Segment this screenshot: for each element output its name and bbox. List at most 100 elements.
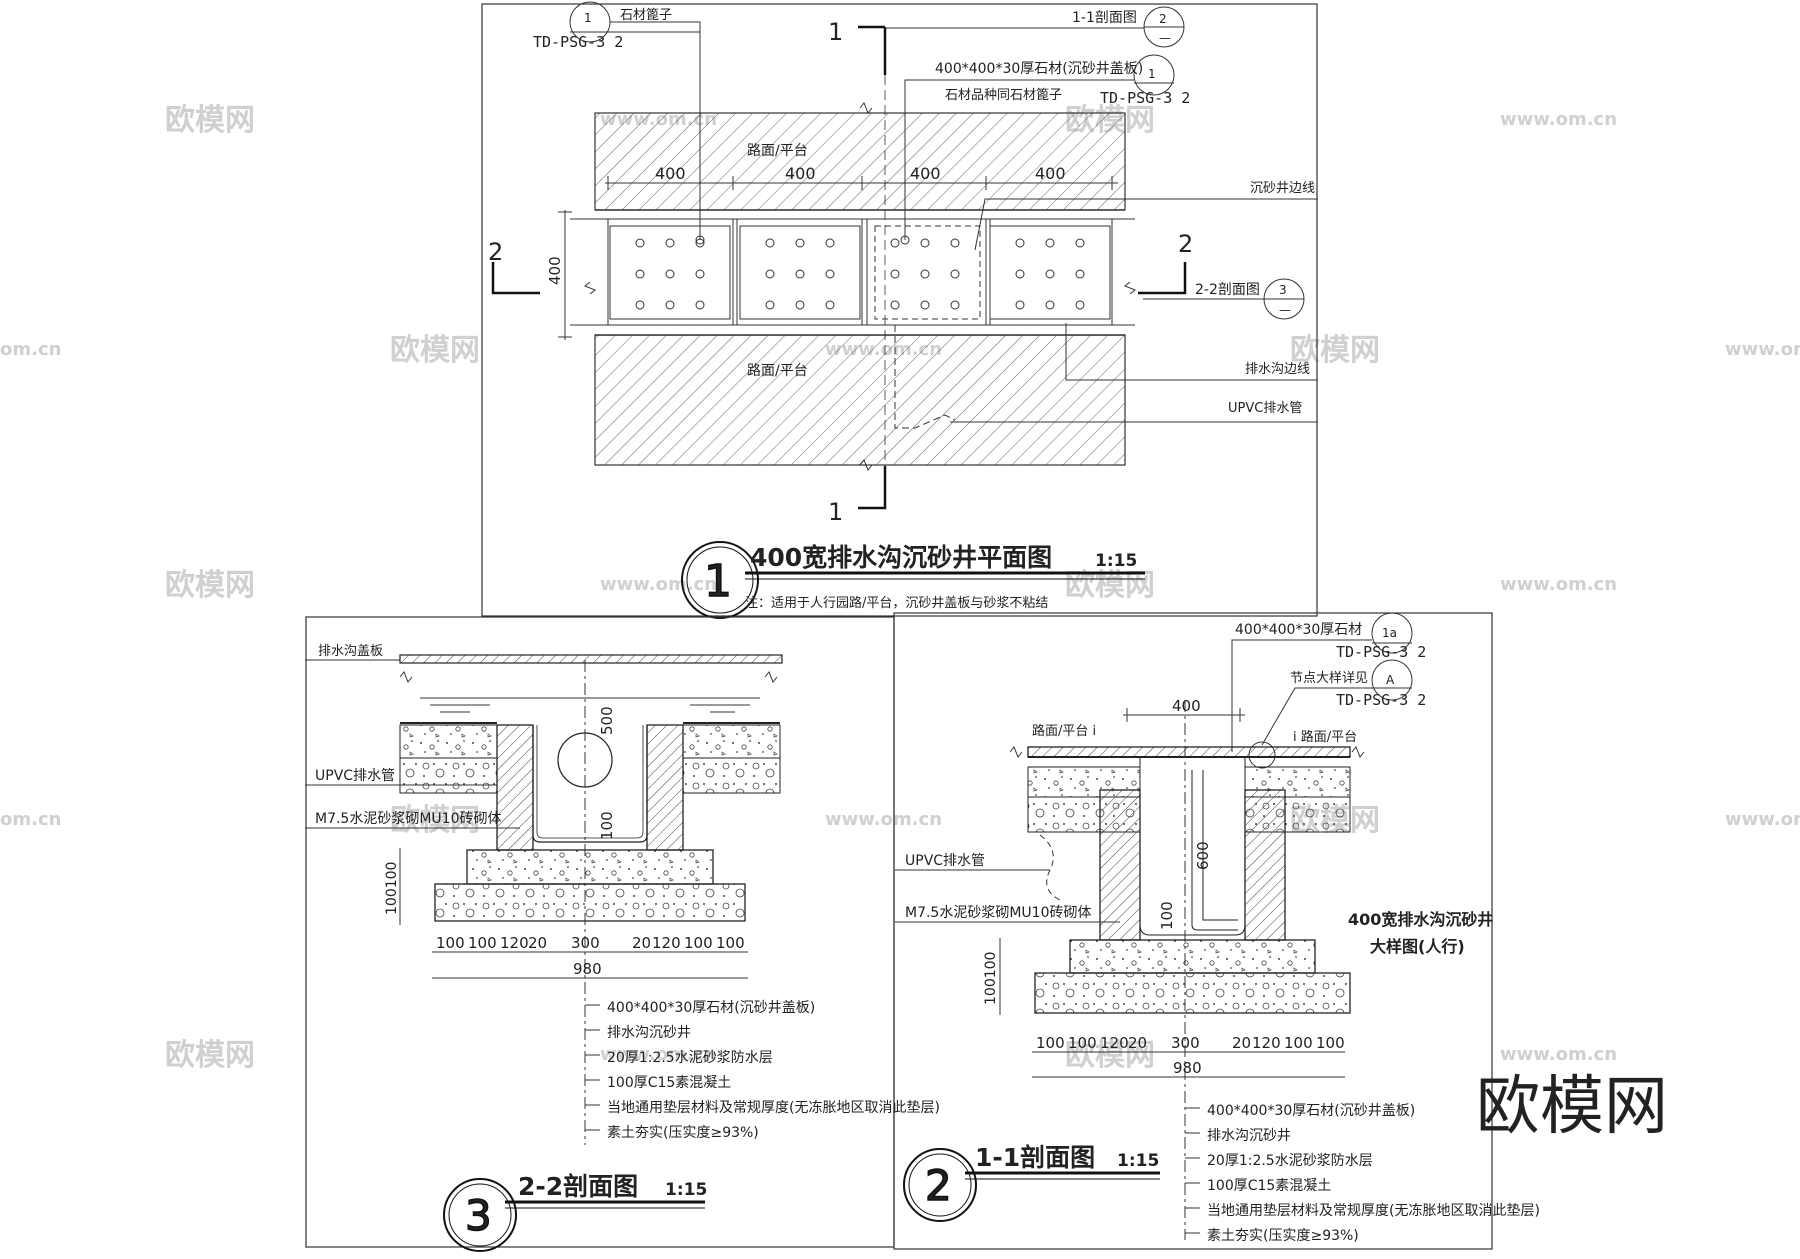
watermark-cn: 欧模网: [390, 803, 480, 838]
ref-no: A: [1386, 673, 1395, 687]
svg-text:1: 1: [704, 556, 732, 607]
section-1-1: 400*400*30厚石材 1a TD-PSG-3 2 节点大样详见 A TD-…: [893, 612, 1540, 1250]
label-section-2-2: 2-2剖面图: [1195, 282, 1260, 298]
watermark-cn: 欧模网: [165, 103, 255, 138]
grates: [607, 219, 1113, 325]
label-road-bottom: 路面/平台: [747, 363, 808, 379]
label-road-right: i 路面/平台: [1293, 729, 1357, 745]
ref-no: 1: [1148, 67, 1156, 81]
watermark-url: www.om.cn: [1500, 1044, 1617, 1065]
dim-500: 500: [598, 706, 616, 735]
layer-note: 400*400*30厚石材(沉砂井盖板): [1207, 1103, 1415, 1119]
layer-note: 100厚C15素混凝土: [607, 1075, 731, 1091]
layer-note: 20厚1:2.5水泥砂浆防水层: [607, 1050, 773, 1066]
watermark-url: www.om.cn: [1500, 109, 1617, 130]
dim-400: 400: [785, 164, 816, 183]
watermark-url-edge: om.cn: [0, 809, 61, 830]
plan-scale: 1:15: [1095, 551, 1137, 571]
dim-100: 100: [598, 811, 616, 840]
layer-notes: 400*400*30厚石材(沉砂井盖板) 排水沟沉砂井 20厚1:2.5水泥砂浆…: [1207, 1103, 1540, 1244]
section-2-2: 排水沟盖板 UPVC排水管 M7.5水泥砂浆砌MU10砖砌体 5: [305, 616, 940, 1252]
dim: 120: [652, 934, 681, 952]
label-ditch-edge: 排水沟边线: [1245, 362, 1310, 377]
dim-left-100100: 100100: [983, 952, 999, 1005]
label-same-stone: 石材品种同石材篦子: [945, 88, 1062, 103]
ref-no: 1: [584, 11, 592, 25]
label-brick: M7.5水泥砂浆砌MU10砖砌体: [315, 811, 501, 827]
watermark-url: www.om.cn: [600, 1044, 717, 1065]
dim-400: 400: [1035, 164, 1066, 183]
ref-no: 3: [1279, 283, 1287, 297]
dim: 100: [684, 934, 713, 952]
sec11-title: 2 1-1剖面图 1:15: [903, 1143, 1160, 1222]
layer-note: 排水沟沉砂井: [607, 1025, 691, 1041]
dim: 120: [1252, 1034, 1281, 1052]
label-upvc-pipe: UPVC排水管: [905, 853, 985, 869]
watermark-cn: 欧模网: [390, 333, 480, 368]
label-upvc: UPVC排水管: [1228, 401, 1302, 416]
label-cover-stone: 400*400*30厚石材(沉砂井盖板): [935, 61, 1143, 77]
ref-no: 2: [1159, 12, 1167, 26]
callout-cover-stone: [900, 54, 1175, 245]
watermark-cn: 欧模网: [165, 1038, 255, 1073]
cut-line-2: [491, 262, 1187, 295]
sec11-frame: [893, 612, 1493, 1250]
dim: 120: [500, 934, 529, 952]
sec11-title-text: 1-1剖面图: [975, 1143, 1095, 1172]
dim-total: 980: [573, 960, 602, 978]
dim-400: 400: [655, 164, 686, 183]
sec22-scale: 1:15: [665, 1180, 707, 1200]
watermark-logo-large: 欧模网: [1476, 1070, 1668, 1144]
ref-sheet: —: [1279, 303, 1291, 317]
watermark-cn: 欧模网: [1290, 333, 1380, 368]
dim: 100: [1316, 1034, 1345, 1052]
label-pit-edge: 沉砂井边线: [1250, 181, 1315, 196]
dim-600: 600: [1194, 841, 1212, 870]
dim: 300: [1171, 1034, 1200, 1052]
watermark-url: www.om.cn: [1500, 574, 1617, 595]
callout-section-2-2: [1143, 278, 1305, 320]
layer-note: 20厚1:2.5水泥砂浆防水层: [1207, 1153, 1373, 1169]
dim: 100: [436, 934, 465, 952]
plan-dimension-top: [605, 176, 1118, 190]
side-title-1: 400宽排水沟沉砂井: [1348, 910, 1493, 929]
dim-100: 100: [1158, 901, 1176, 930]
label-sec11-cover: 400*400*30厚石材: [1235, 622, 1362, 638]
dim: 300: [571, 934, 600, 952]
watermark-url: www.om.cn: [825, 809, 942, 830]
plan-note: 注：适用于人行园路/平台，沉砂井盖板与砂浆不粘结: [745, 595, 1048, 611]
callout-stone-grate: [569, 1, 705, 245]
ref-sheet: TD-PSG-3 2: [1100, 89, 1190, 107]
ref-no: 1a: [1382, 626, 1397, 640]
pit-cover: [874, 225, 981, 320]
upvc-pipe-plan: [894, 325, 956, 429]
sec22-title-text: 2-2剖面图: [518, 1172, 638, 1201]
dim: 100: [468, 934, 497, 952]
plan-view: 400 400 400 400 400 路面/平台 路面/平台 1 1 2 2: [481, 1, 1318, 619]
label-brick: M7.5水泥砂浆砌MU10砖砌体: [905, 905, 1091, 921]
dim: 20: [632, 934, 651, 952]
callout-section-1-1: [885, 6, 1185, 48]
dim: 20: [528, 934, 547, 952]
watermark-cn: 欧模网: [165, 568, 255, 603]
dim: 100: [716, 934, 745, 952]
label-section-1-1: 1-1剖面图: [1072, 10, 1137, 26]
layer-note: 100厚C15素混凝土: [1207, 1178, 1331, 1194]
cut-1-top: 1: [828, 18, 843, 46]
watermark-url: www.om.cn: [1725, 809, 1800, 830]
ref-sheet: TD-PSG-3 2: [1336, 691, 1426, 709]
dim: 120: [1100, 1034, 1129, 1052]
label-road-top: 路面/平台: [747, 143, 808, 159]
watermark-url: www.om.cn: [600, 574, 717, 595]
svg-text:3: 3: [465, 1191, 492, 1240]
ref-sheet: —: [1159, 31, 1171, 45]
layer-note: 素土夯实(压实度≥93%): [607, 1125, 759, 1141]
label-stone-grate: 石材篦子: [620, 8, 672, 23]
layer-note: 排水沟沉砂井: [1207, 1128, 1291, 1144]
leader-pit-edge: [974, 198, 1318, 251]
dim-left-100100: 100100: [384, 862, 400, 915]
label-ditch-cover: 排水沟盖板: [318, 644, 383, 659]
svg-text:2: 2: [925, 1161, 952, 1210]
